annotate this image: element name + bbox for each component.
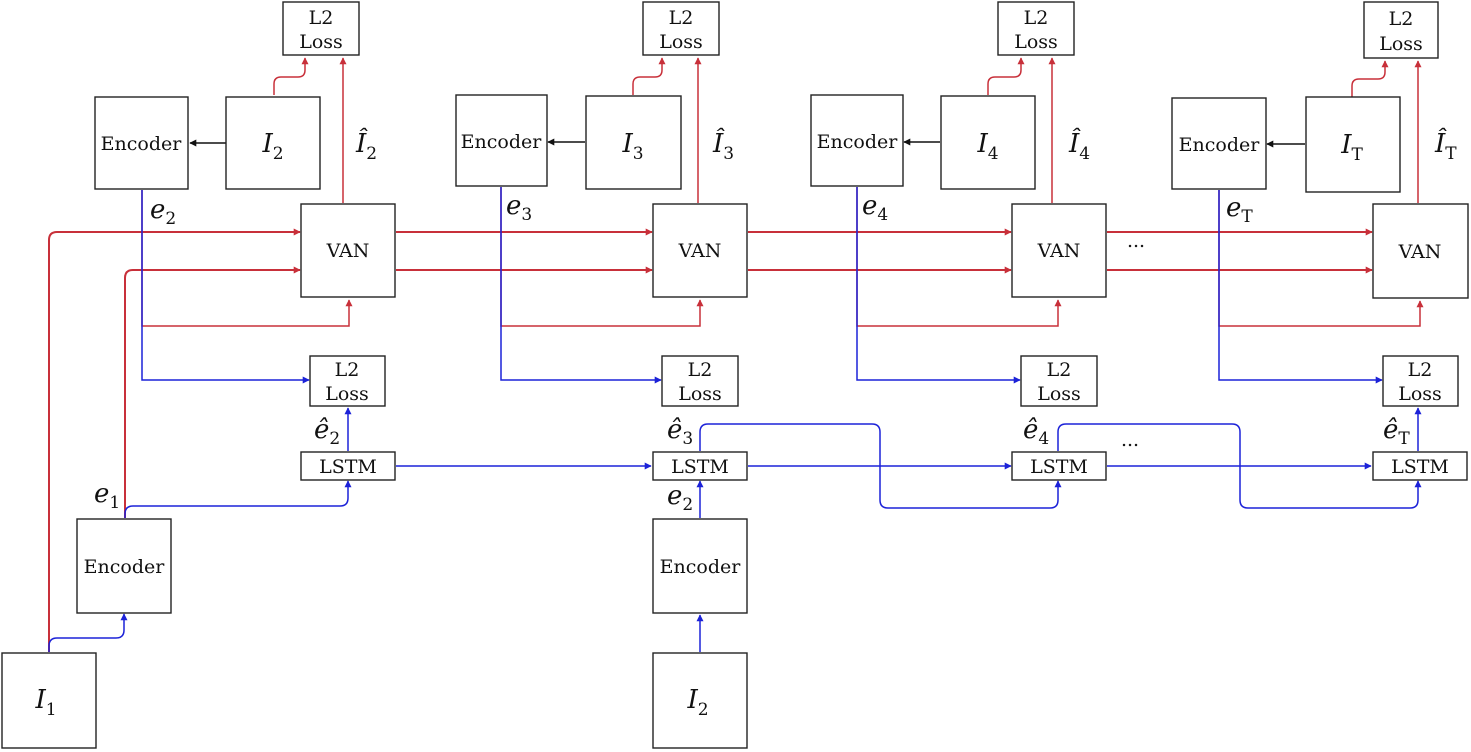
label-e4: e4 [862,191,888,225]
svg-text:LSTM: LSTM [1030,456,1088,478]
svg-text:VAN: VAN [326,240,370,262]
l2-loss-mid-4: L2 Loss [1020,355,1098,407]
svg-text:I2: I2 [686,685,708,720]
svg-text:Encoder: Encoder [660,556,742,578]
encoder-bottom-1: Encoder [76,518,172,614]
svg-text:L2: L2 [1389,8,1414,30]
svg-text:Encoder: Encoder [84,556,166,578]
label-e3: e3 [506,191,532,225]
svg-text:VAN: VAN [1398,241,1442,263]
svg-text:I3: I3 [621,129,643,164]
label-Ihat2: Î2 [355,127,377,164]
van-3: VAN [652,203,748,298]
encoder-top-4: Encoder [810,94,904,187]
svg-text:Loss: Loss [325,383,369,405]
blue-connectors [48,187,1422,652]
svg-text:L2: L2 [1047,359,1072,381]
lstm-2: LSTM [300,451,396,481]
encoder-top-2: Encoder [94,96,189,190]
van-2: VAN [300,203,396,298]
frame-I2-bottom: I2 [652,652,748,749]
encoder-top-T: Encoder [1171,97,1267,190]
svg-text:Encoder: Encoder [101,133,183,155]
svg-text:L2: L2 [309,7,334,29]
encoder-top-3: Encoder [455,94,548,187]
frame-I4-top: I4 [940,95,1036,190]
svg-text:Loss: Loss [1037,383,1081,405]
svg-text:Loss: Loss [1014,31,1058,53]
svg-text:LSTM: LSTM [1391,456,1449,478]
label-e2: e2 [150,195,176,229]
svg-text:Loss: Loss [1379,33,1423,55]
van-T: VAN [1372,203,1469,299]
svg-text:Encoder: Encoder [1179,134,1261,156]
frame-IT-top: IT [1305,96,1401,193]
label-Ihat4: Î4 [1068,127,1090,164]
label-Ihat3: Î3 [712,127,734,164]
svg-text:L2: L2 [335,359,360,381]
van-4: VAN [1011,203,1107,298]
l2-loss-mid-2: L2 Loss [309,355,386,407]
ellipsis-van: ... [1127,230,1145,252]
svg-text:Loss: Loss [678,383,722,405]
svg-text:L2: L2 [1024,7,1049,29]
black-connectors [189,138,1305,148]
encoder-bottom-2: Encoder [652,518,748,614]
svg-text:L2: L2 [1408,359,1433,381]
svg-text:Loss: Loss [1398,383,1442,405]
l2-loss-mid-T: L2 Loss [1382,355,1459,407]
label-ehatT: êT [1383,415,1410,449]
label-IhatT: ÎT [1434,127,1457,164]
l2-loss-top-T: L2 Loss [1363,1,1439,59]
svg-text:L2: L2 [669,7,694,29]
label-e2-bottom: e2 [667,481,693,515]
label-eT: eT [1226,193,1253,227]
svg-text:I4: I4 [976,129,998,164]
ellipsis-lstm: ... [1121,429,1139,451]
lstm-4: LSTM [1011,451,1107,481]
l2-loss-mid-3: L2 Loss [661,355,739,407]
frame-I2-top: I2 [225,96,321,190]
svg-text:Loss: Loss [659,31,703,53]
frame-I3-top: I3 [585,95,682,190]
svg-text:LSTM: LSTM [671,456,729,478]
svg-text:VAN: VAN [678,240,722,262]
svg-text:I2: I2 [261,129,283,164]
lstm-3: LSTM [652,451,748,481]
l2-loss-top-3: L2 Loss [642,1,720,56]
label-ehat4: ê4 [1023,415,1049,449]
l2-loss-top-2: L2 Loss [282,1,360,56]
svg-text:IT: IT [1340,130,1363,165]
l2-loss-top-4: L2 Loss [997,1,1075,56]
svg-text:Encoder: Encoder [817,131,899,153]
frame-I1-bottom: I1 [1,652,97,749]
svg-text:VAN: VAN [1037,240,1081,262]
svg-text:L2: L2 [688,359,713,381]
svg-text:Loss: Loss [299,31,343,53]
label-ehat3: ê3 [667,415,693,449]
lstm-T: LSTM [1372,451,1468,481]
label-ehat2: ê2 [314,415,340,449]
label-e1: e1 [94,479,120,513]
svg-text:LSTM: LSTM [319,456,377,478]
svg-text:I1: I1 [34,685,56,720]
svg-text:Encoder: Encoder [461,131,543,153]
